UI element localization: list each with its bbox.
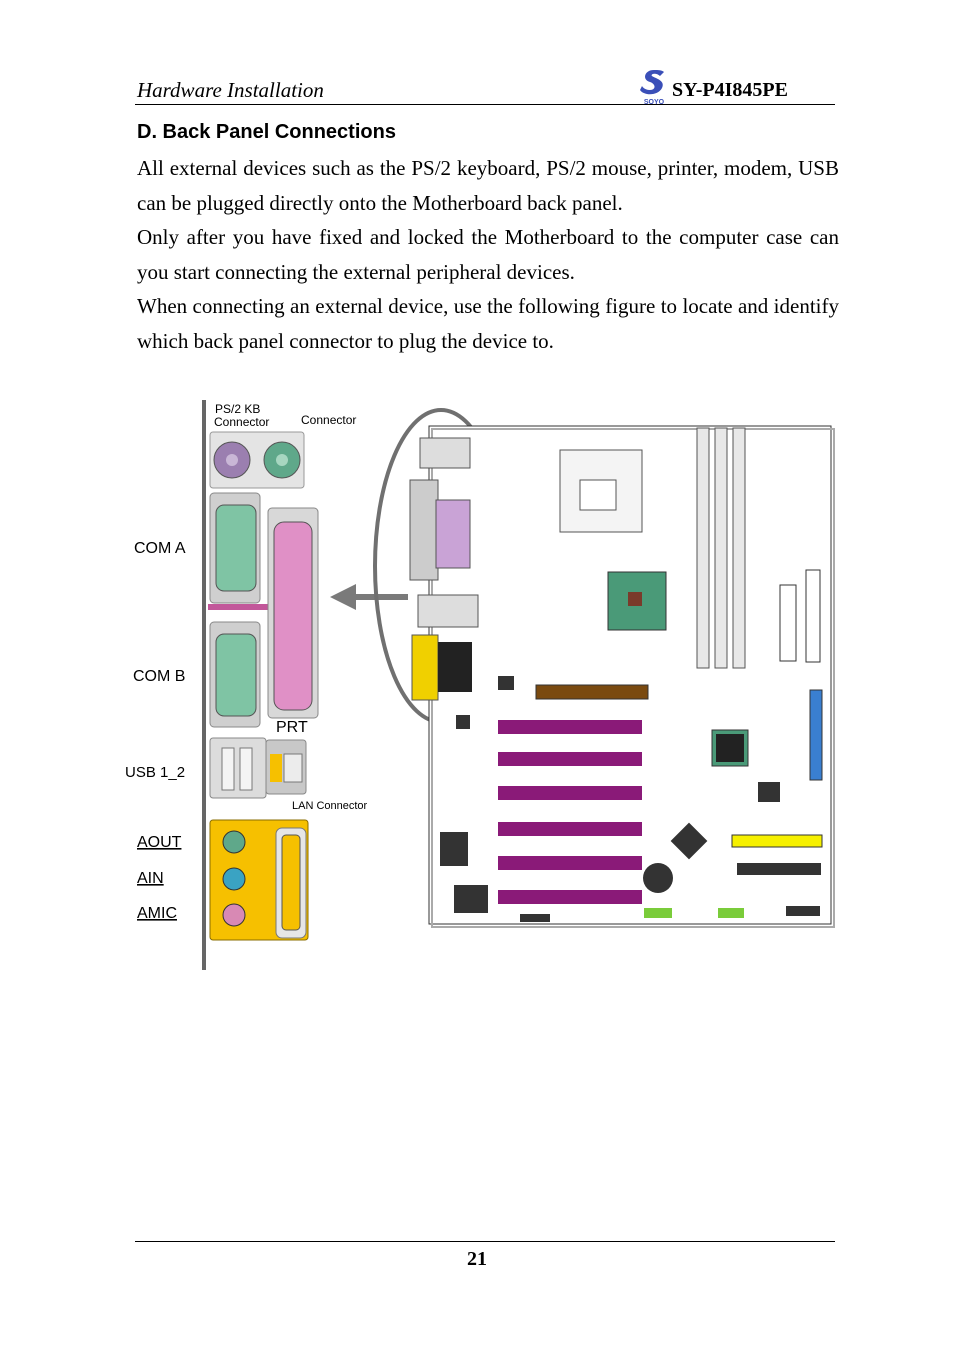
separator-bar xyxy=(208,604,268,610)
section-heading: D. Back Panel Connections xyxy=(137,121,396,143)
amic-label: AMIC xyxy=(137,905,177,922)
ps2-kb-connector-label: Connector xyxy=(214,415,269,429)
com-a-port-icon xyxy=(209,492,261,604)
motherboard-diagram xyxy=(409,425,835,928)
usb-port-icon xyxy=(209,737,267,799)
lan-label: LAN Connector xyxy=(292,800,368,812)
page-number: 21 xyxy=(467,1248,487,1270)
com-b-port-icon xyxy=(209,621,261,728)
svg-text:SOYO: SOYO xyxy=(644,99,665,106)
com-a-label: COM A xyxy=(134,540,186,557)
com-b-label: COM B xyxy=(133,668,185,685)
audio-panel-icon xyxy=(209,819,309,941)
paragraph-1: All external devices such as the PS/2 ke… xyxy=(137,156,839,215)
paragraph-2: Only after you have fixed and locked the… xyxy=(137,225,839,284)
soyo-logo-icon: SOYO xyxy=(640,70,665,106)
arrow-left-icon xyxy=(330,584,408,610)
aout-label: AOUT xyxy=(137,834,182,851)
header-rule xyxy=(135,104,835,105)
usb-label: USB 1_2 xyxy=(125,764,185,781)
lan-port-icon xyxy=(265,739,307,795)
ps2-ports xyxy=(209,431,305,489)
ps2-mouse-connector-label: Connector xyxy=(301,413,356,427)
footer-rule xyxy=(135,1241,835,1242)
ps2-kb-label: PS/2 KB xyxy=(215,402,260,416)
parallel-port-icon xyxy=(267,507,319,719)
prt-label: PRT xyxy=(276,719,308,736)
paragraph-3: When connecting an external device, use … xyxy=(137,294,839,353)
panel-bracket-line xyxy=(202,400,206,970)
header-model: SY-P4I845PE xyxy=(672,79,788,101)
header-section-title: Hardware Installation xyxy=(137,78,324,102)
back-panel-figure: PS/2 KB Connector Connector COM A COM B … xyxy=(125,400,835,970)
ain-label: AIN xyxy=(137,870,164,887)
